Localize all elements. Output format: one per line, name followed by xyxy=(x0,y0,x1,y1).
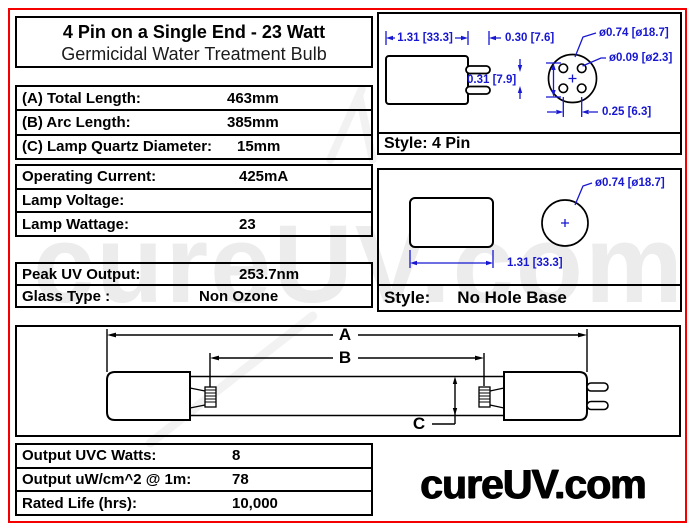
cureuv-logo: cureUV.com xyxy=(420,461,647,507)
lamp-diagram-panel: A B C xyxy=(15,325,681,437)
background-watermark: cureUV.com xyxy=(33,203,685,326)
row-value: 253.7nm xyxy=(239,265,300,283)
style-value: No Hole Base xyxy=(457,288,567,307)
row-value: 10,000 xyxy=(232,494,278,512)
table-row: (A) Total Length: 463mm xyxy=(17,87,371,109)
row-label: Operating Current: xyxy=(22,168,157,186)
row-value: 463mm xyxy=(227,89,279,107)
no-hole-style-row: Style: No Hole Base xyxy=(379,284,680,310)
row-label: Lamp Wattage: xyxy=(22,215,129,233)
style-label: Style: xyxy=(384,288,431,307)
style-label: Style: 4 Pin xyxy=(384,134,471,152)
no-hole-base-panel: ø0.74 [ø18.7] 1.31 [33.3] Style: No Hole… xyxy=(377,168,682,312)
dim-pin-diameter: ø0.09 [ø2.3] xyxy=(609,52,673,64)
row-label: (B) Arc Length: xyxy=(22,113,131,131)
table-row: Lamp Wattage: 23 xyxy=(17,211,371,235)
table-electrical: Operating Current: 425mA Lamp Voltage: L… xyxy=(15,164,373,237)
row-value: Non Ozone xyxy=(199,287,279,305)
no-hole-base-line-art xyxy=(409,182,593,268)
table-row: Glass Type : Non Ozone xyxy=(17,284,371,306)
lamp-line-art xyxy=(106,329,609,425)
dim-base-width: 1.31 [33.3] xyxy=(507,257,563,269)
pin-base-panel: 1.31 [33.3] 0.30 [7.6] ø0.74 [ø18.7] ø0.… xyxy=(377,12,682,155)
table-output: Output UVC Watts: 8 Output uW/cm^2 @ 1m:… xyxy=(15,443,373,516)
pin-base-drawing: 1.31 [33.3] 0.30 [7.6] ø0.74 [ø18.7] ø0.… xyxy=(379,14,680,132)
no-hole-base-drawing: ø0.74 [ø18.7] 1.31 [33.3] xyxy=(379,170,680,284)
title-box: 4 Pin on a Single End - 23 Watt Germicid… xyxy=(15,16,373,68)
row-value: 8 xyxy=(232,447,241,465)
dim-c-label: C xyxy=(412,414,426,433)
row-value: 385mm xyxy=(227,113,279,131)
dim-base-width: 1.31 [33.3] xyxy=(397,32,453,44)
table-dimensions: (A) Total Length: 463mm (B) Arc Length: … xyxy=(15,85,373,160)
dim-base-diameter: ø0.74 [ø18.7] xyxy=(599,27,669,39)
table-row: (C) Lamp Quartz Diameter: 15mm xyxy=(17,133,371,158)
dim-pin-spacing: 0.25 [6.3] xyxy=(602,106,652,118)
row-label: Output uW/cm^2 @ 1m: xyxy=(22,471,192,488)
row-label: Rated Life (hrs): xyxy=(22,494,138,512)
row-value: 23 xyxy=(239,215,256,233)
row-label: Glass Type : xyxy=(22,287,111,305)
product-subtitle: Germicidal Water Treatment Bulb xyxy=(61,44,327,64)
table-row: Operating Current: 425mA xyxy=(17,166,371,188)
row-value: 15mm xyxy=(237,138,281,156)
table-row: Rated Life (hrs): 10,000 xyxy=(17,490,371,514)
row-label: (C) Lamp Quartz Diameter: xyxy=(22,138,213,156)
product-title: 4 Pin on a Single End - 23 Watt xyxy=(62,22,326,42)
dim-a-label: A xyxy=(338,325,352,344)
row-label: Peak UV Output: xyxy=(22,265,141,283)
row-label: (A) Total Length: xyxy=(22,89,141,107)
row-value: 78 xyxy=(232,471,249,488)
row-label: Output UVC Watts: xyxy=(22,447,157,465)
dim-pin-row-spacing: 0.31 [7.9] xyxy=(467,74,517,86)
table-row: Peak UV Output: 253.7nm xyxy=(17,264,371,284)
table-row: (B) Arc Length: 385mm xyxy=(17,109,371,133)
table-optical: Peak UV Output: 253.7nm Glass Type : Non… xyxy=(15,262,373,308)
row-value: 425mA xyxy=(239,168,289,186)
dim-base-diameter: ø0.74 [ø18.7] xyxy=(595,177,665,189)
table-row: Output uW/cm^2 @ 1m: 78 xyxy=(17,466,371,491)
dim-b-label: B xyxy=(338,348,352,367)
dim-pin-length: 0.30 [7.6] xyxy=(505,32,555,44)
table-row: Output UVC Watts: 8 xyxy=(17,445,371,467)
row-label: Lamp Voltage: xyxy=(22,192,125,209)
pin-style-row: Style: 4 Pin xyxy=(379,132,680,153)
table-row: Lamp Voltage: xyxy=(17,187,371,212)
pin-base-line-art xyxy=(385,31,606,117)
